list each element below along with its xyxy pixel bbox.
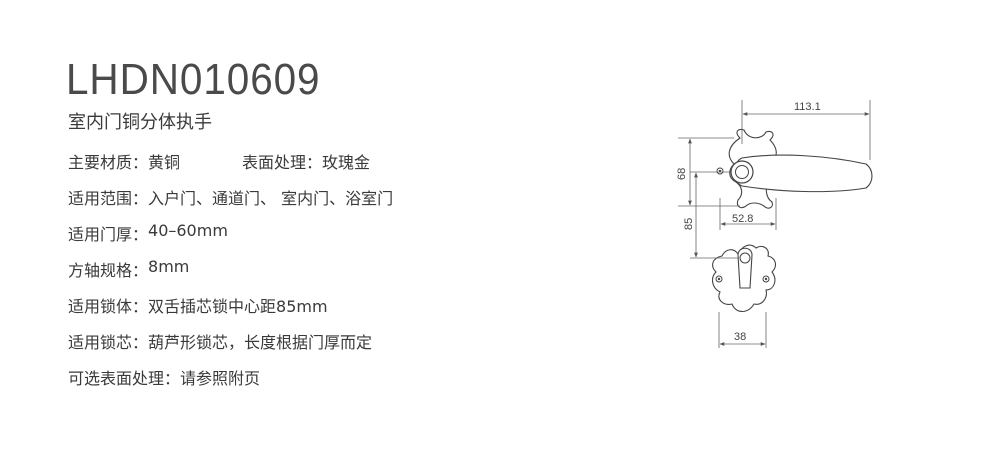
lever-handle [730,154,873,193]
spec-row-scope: 适用范围： 入户门、通道门、 室内门、浴室门 [68,185,393,221]
scope-label: 适用范围： [68,189,149,208]
product-name: 室内门铜分体执手 [68,112,212,133]
material-label: 主要材质： [68,153,149,172]
cylinder-value: 葫芦形锁芯，长度根据门厚而定 [148,333,373,352]
dim-plate-label: 38 [734,331,746,343]
spindle-value: 8mm [148,257,190,276]
finish-value: 玫瑰金 [322,153,371,172]
lockbody-label: 适用锁体： [68,297,149,316]
finish-label: 表面处理： [242,153,323,172]
spec-row-cylinder: 适用锁芯： 葫芦形锁芯，长度根据门厚而定 [68,329,393,365]
thickness-label: 适用门厚： [68,225,149,244]
product-model: LHDN010609 [66,55,321,104]
cylinder-label: 适用锁芯： [68,333,149,352]
material-value: 黄铜 [148,153,181,172]
optional-finish-value: 请参照附页 [180,369,261,388]
spec-list: 主要材质： 黄铜 表面处理： 玫瑰金 适用范围： 入户门、通道门、 室内门、浴室… [68,149,393,401]
spec-row-spindle: 方轴规格： 8mm [68,257,393,293]
spec-row-thickness: 适用门厚： 40–60mm [68,221,393,257]
cylinder-escutcheon [711,244,777,313]
optional-finish-label: 可选表面处理： [68,369,181,388]
dim-rose-label: 52.8 [732,213,753,225]
lockbody-value: 双舌插芯锁中心距85mm [148,297,328,316]
spec-row-optional-finish: 可选表面处理： 请参照附页 [68,365,393,401]
dim-height-label: 68 [676,168,688,180]
spec-row-material: 主要材质： 黄铜 表面处理： 玫瑰金 [68,149,393,185]
spec-row-lockbody: 适用锁体： 双舌插芯锁中心距85mm [68,293,393,329]
dimension-drawing: 113.1 68 85 52.8 38 [676,100,873,348]
dim-length-label: 113.1 [794,101,821,113]
dim-center-label: 85 [683,218,695,230]
thickness-value: 40–60mm [148,221,228,240]
scope-value: 入户门、通道门、 室内门、浴室门 [148,189,394,208]
spindle-label: 方轴规格： [68,261,149,280]
